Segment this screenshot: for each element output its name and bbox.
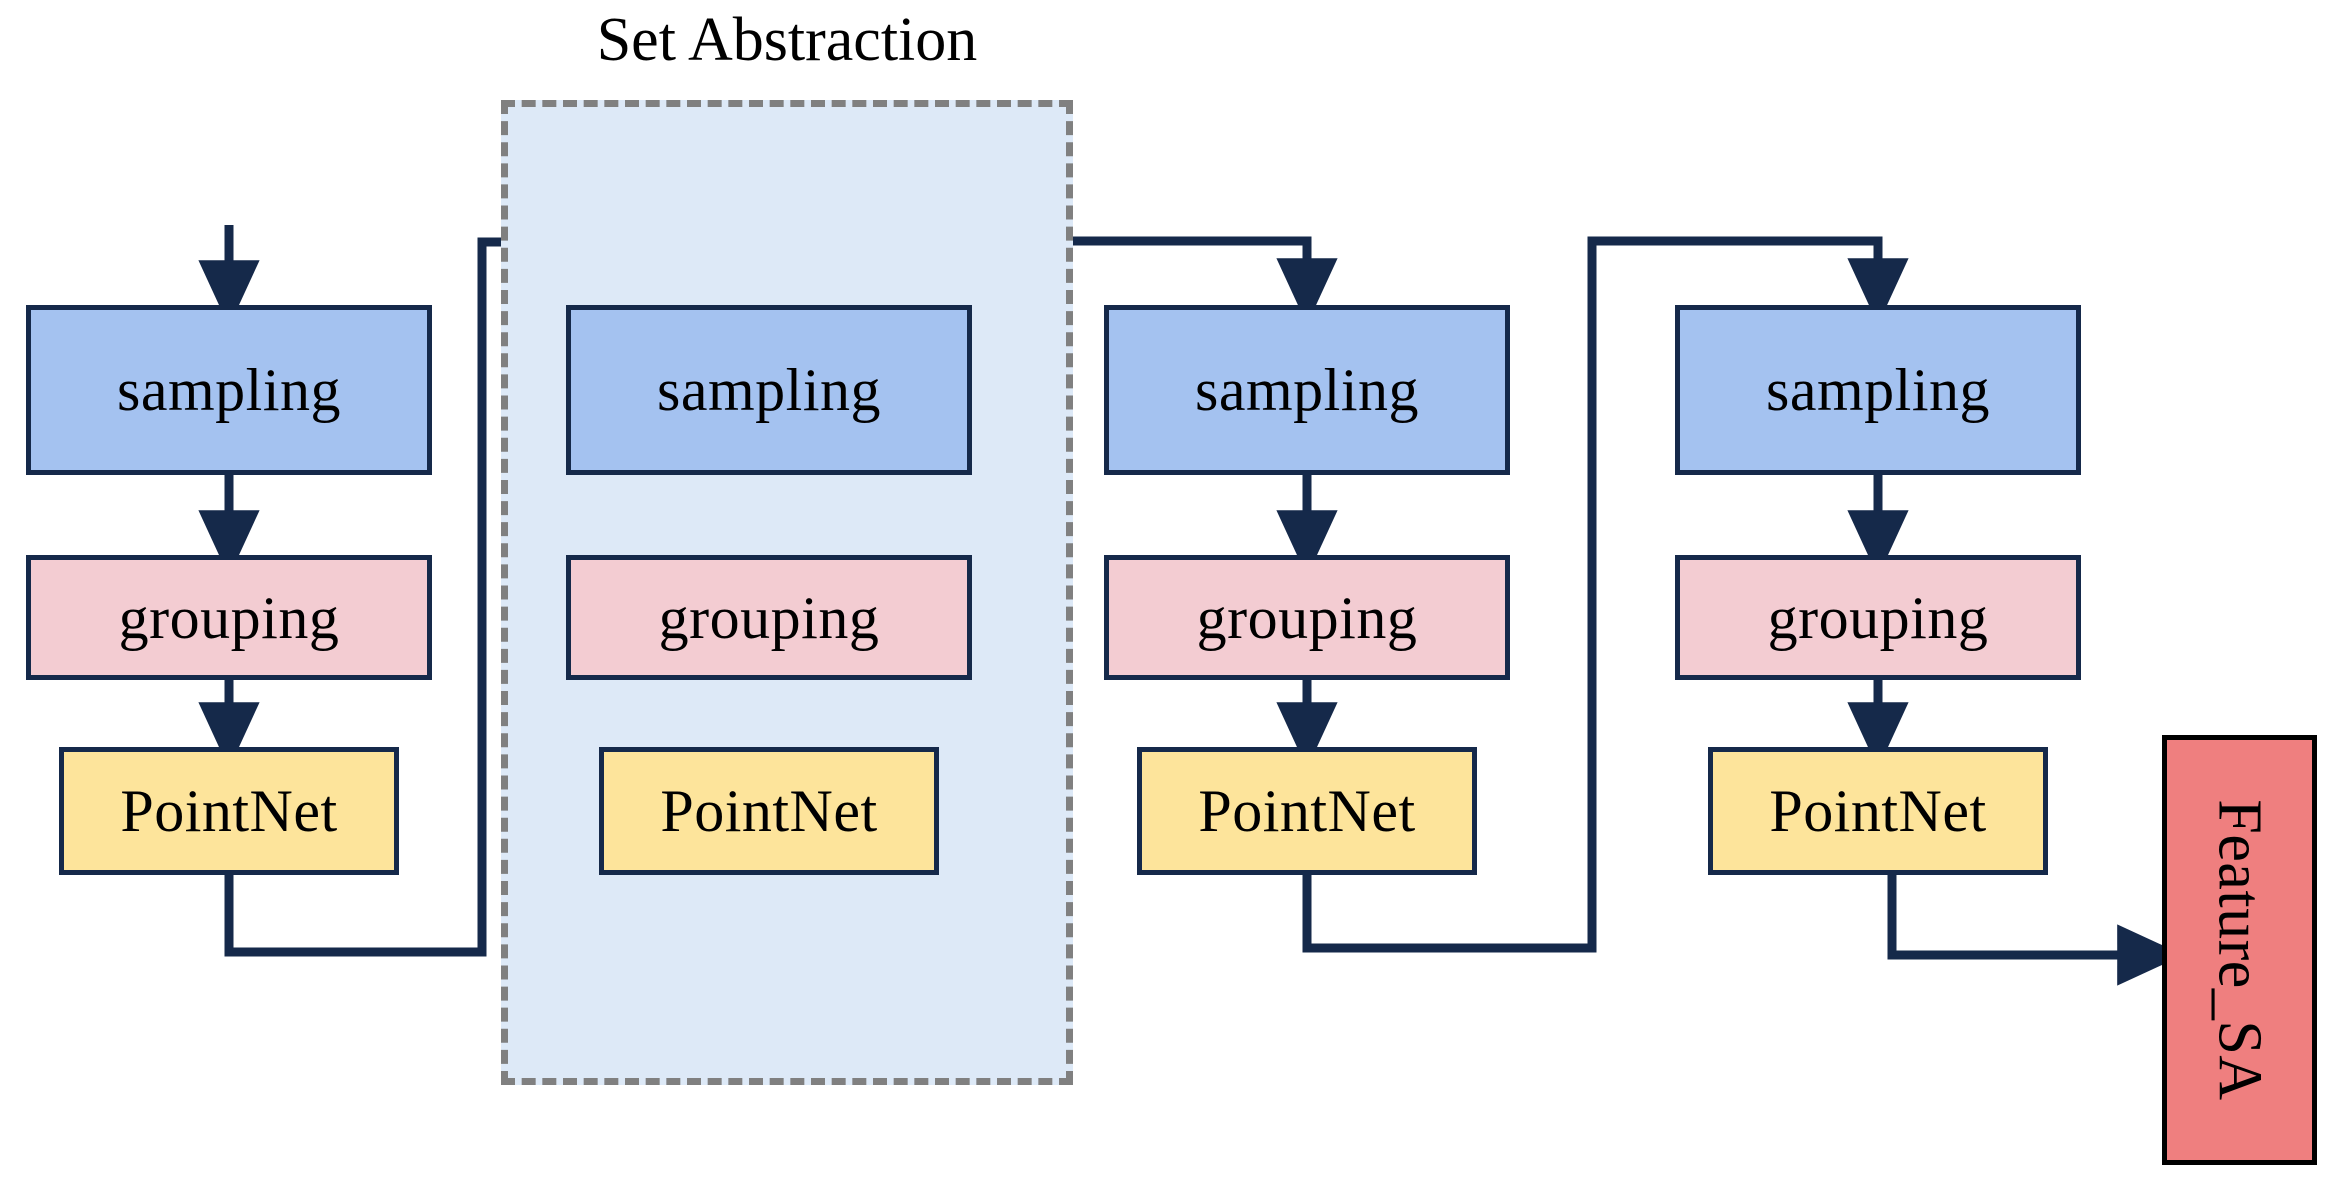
block-label: PointNet	[120, 778, 338, 844]
block-label: grouping	[118, 584, 340, 651]
block-label: PointNet	[1769, 778, 1987, 844]
block-sampling-1[interactable]: sampling	[26, 305, 432, 475]
block-label: PointNet	[660, 778, 878, 844]
set-abstraction-title: Set Abstraction	[596, 6, 978, 74]
block-label: grouping	[658, 584, 880, 651]
block-label: grouping	[1196, 584, 1418, 651]
block-label: grouping	[1767, 584, 1989, 651]
block-pointnet-1[interactable]: PointNet	[59, 747, 399, 875]
block-sampling-4[interactable]: sampling	[1675, 305, 2081, 475]
block-feature-sa[interactable]: Feature_SA	[2162, 735, 2317, 1165]
block-pointnet-3[interactable]: PointNet	[1137, 747, 1477, 875]
connector-p4-to-feature-sa	[1887, 875, 2184, 986]
block-sampling-3[interactable]: sampling	[1104, 305, 1510, 475]
block-label: sampling	[1195, 357, 1419, 423]
block-label: PointNet	[1198, 778, 1416, 844]
block-pointnet-2[interactable]: PointNet	[599, 747, 939, 875]
block-grouping-3[interactable]: grouping	[1104, 555, 1510, 680]
block-label: sampling	[657, 357, 881, 423]
block-sampling-2[interactable]: sampling	[566, 305, 972, 475]
block-grouping-1[interactable]: grouping	[26, 555, 432, 680]
connector-p3-to-s4	[1302, 236, 1909, 953]
block-label: sampling	[1766, 357, 1990, 423]
block-label: sampling	[117, 357, 341, 423]
block-pointnet-4[interactable]: PointNet	[1708, 747, 2048, 875]
block-grouping-2[interactable]: grouping	[566, 555, 972, 680]
block-label: Feature_SA	[2205, 799, 2274, 1101]
block-grouping-4[interactable]: grouping	[1675, 555, 2081, 680]
